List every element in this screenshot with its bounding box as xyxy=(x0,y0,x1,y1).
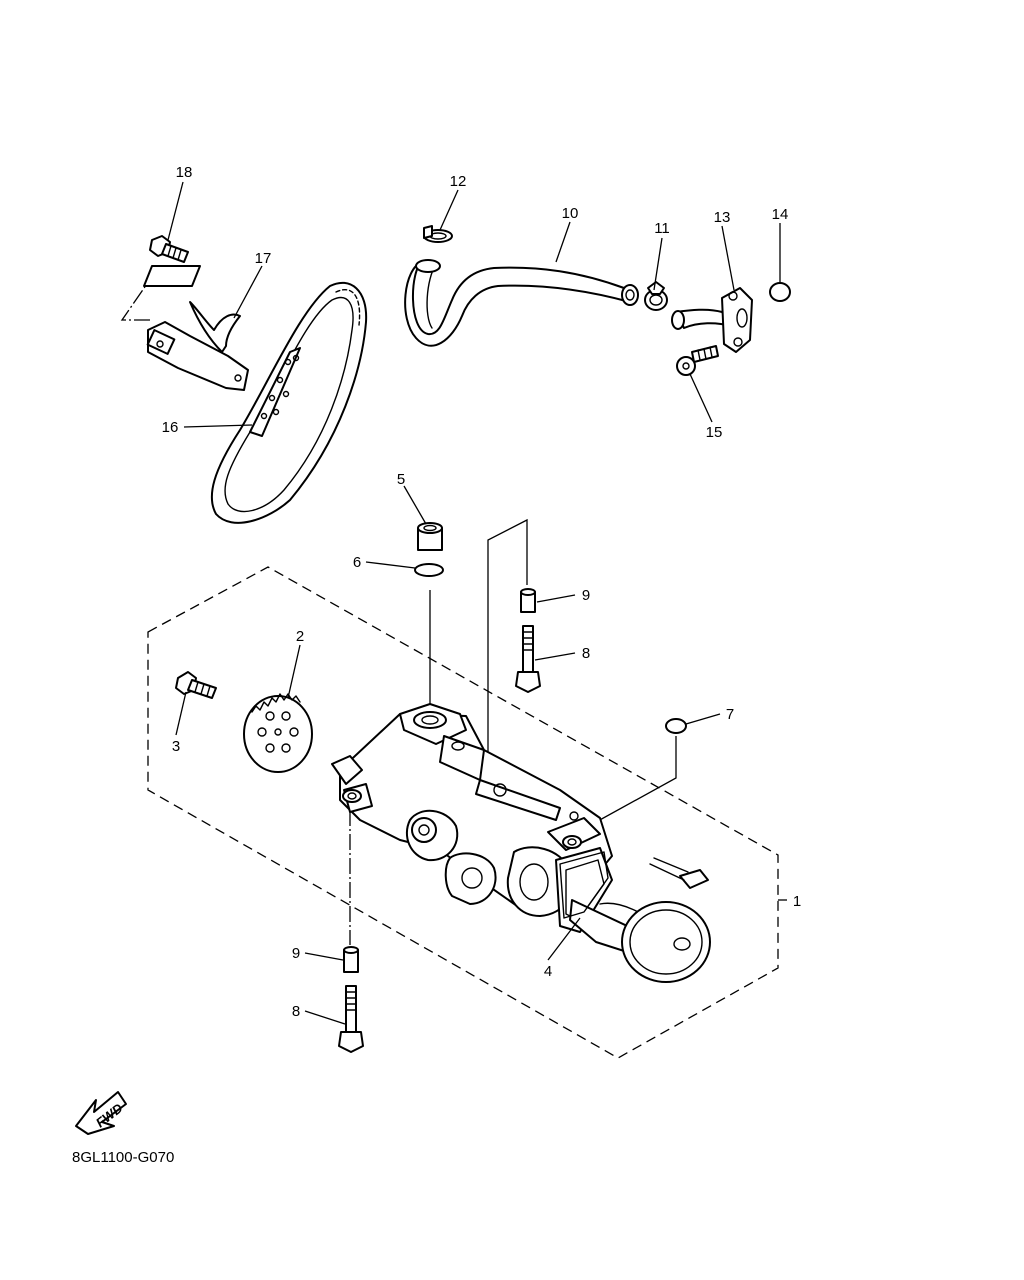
dowel-pin-9-bottom xyxy=(343,946,359,973)
forward-arrow-icon: FWD xyxy=(75,1091,127,1135)
callout-8-top: 8 xyxy=(582,645,590,662)
dowel-pin-9-top xyxy=(520,588,536,613)
callout-2: 2 xyxy=(296,628,304,645)
callout-3: 3 xyxy=(172,738,180,755)
o-ring-14 xyxy=(769,282,791,302)
callout-1: 1 xyxy=(793,893,801,910)
callout-16: 16 xyxy=(162,419,179,436)
bolt-3 xyxy=(175,671,217,699)
callout-10: 10 xyxy=(562,205,579,222)
callout-17: 17 xyxy=(255,250,272,267)
drive-chain-16 xyxy=(210,281,368,524)
callout-11: 11 xyxy=(654,220,670,237)
callout-9-top: 9 xyxy=(582,587,590,604)
bolt-8-top xyxy=(515,625,541,693)
callout-7: 7 xyxy=(726,706,734,723)
callout-8-bottom: 8 xyxy=(292,1003,300,1020)
callout-13: 13 xyxy=(714,209,731,226)
driven-gear-2 xyxy=(243,693,313,773)
strainer-gasket-4 xyxy=(559,851,609,919)
oil-hose-10 xyxy=(404,259,639,347)
hose-clamp-12 xyxy=(423,225,453,243)
o-ring-6 xyxy=(414,563,444,577)
oil-pump-assembly-1 xyxy=(331,703,711,983)
collar-5 xyxy=(417,522,443,551)
bolt-8-bottom xyxy=(338,985,364,1053)
bolt-18 xyxy=(143,235,201,287)
chain-guide-17 xyxy=(146,301,249,391)
callout-labels: 18 17 16 12 10 11 13 14 15 5 6 9 8 7 2 3… xyxy=(162,164,802,1020)
callout-6: 6 xyxy=(353,554,361,571)
callout-9-bottom: 9 xyxy=(292,945,300,962)
callout-5: 5 xyxy=(397,471,405,488)
hose-clamp-11 xyxy=(644,281,668,311)
callout-15: 15 xyxy=(706,424,723,441)
reference-lines xyxy=(120,267,677,945)
bolt-15 xyxy=(676,345,719,376)
o-ring-7 xyxy=(665,718,687,734)
callout-4: 4 xyxy=(544,963,552,980)
oil-pipe-13 xyxy=(671,287,753,353)
oil-pump-assembly-boundary xyxy=(147,566,779,1059)
callout-12: 12 xyxy=(450,173,467,190)
callout-14: 14 xyxy=(772,206,789,223)
leader-lines xyxy=(167,181,787,1025)
callout-18: 18 xyxy=(176,164,193,181)
diagram-code: 8GL1100-G070 xyxy=(72,1149,174,1166)
